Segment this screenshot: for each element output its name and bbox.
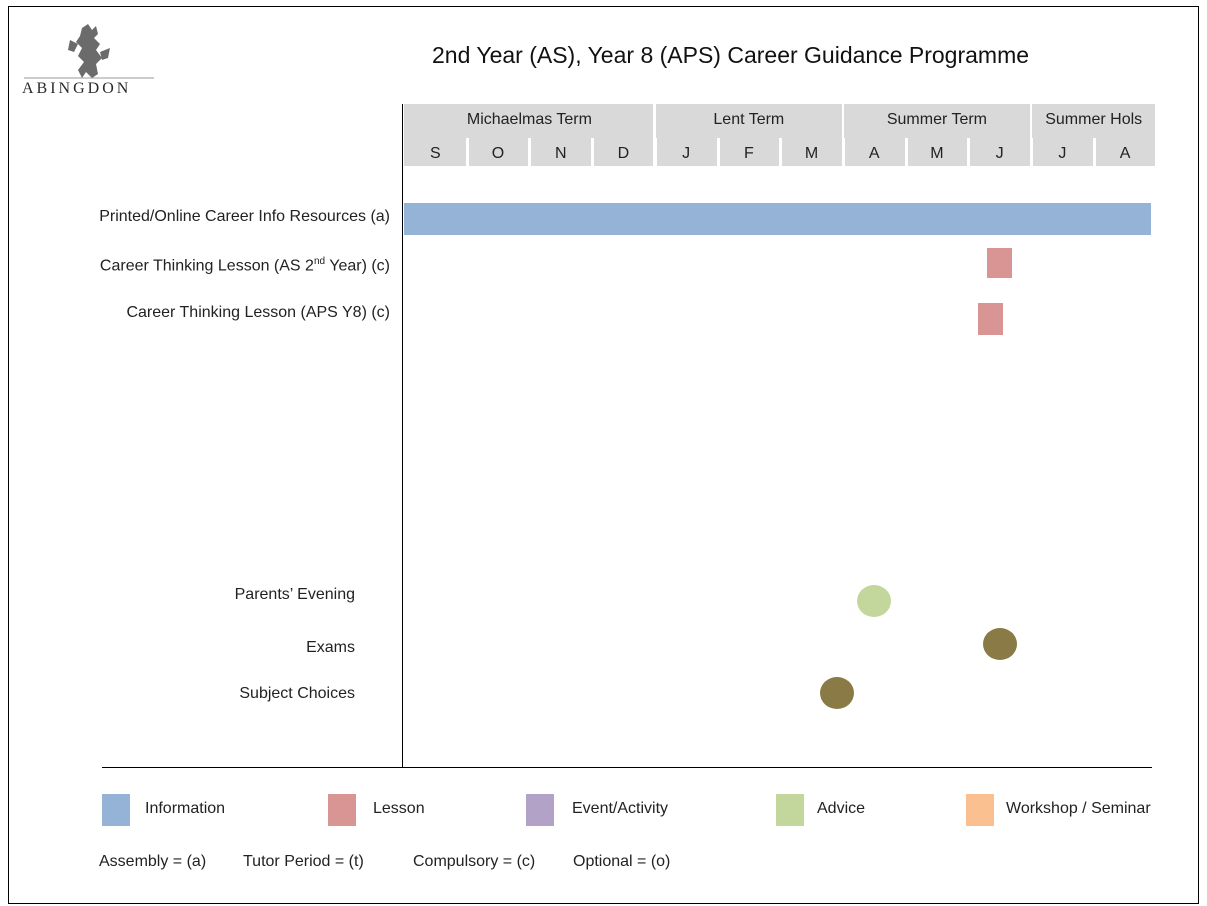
timeline-bar <box>987 248 1013 278</box>
x-axis-line <box>102 767 1152 768</box>
milestone-dot <box>982 628 1017 660</box>
month-separator <box>1092 138 1096 166</box>
month-separator <box>716 138 720 166</box>
month-separator <box>1030 138 1033 166</box>
chart-title: 2nd Year (AS), Year 8 (APS) Career Guida… <box>432 42 1030 68</box>
month-label: M <box>804 145 819 162</box>
month-label: J <box>995 145 1004 162</box>
legend-swatch <box>966 794 994 826</box>
month-separator <box>653 138 657 166</box>
row-label-info-resources: Printed/Online Career Info Resources (a) <box>99 208 390 225</box>
key-compulsory: Compulsory = (c) <box>413 853 536 870</box>
key-tutor-period: Tutor Period = (t) <box>243 853 364 870</box>
month-label: N <box>554 145 567 162</box>
key-optional: Optional = (o) <box>573 853 671 870</box>
row-label-as-lesson: Career Thinking Lesson (AS 2nd Year) (c) <box>99 256 390 275</box>
term-label: Lent Term <box>713 111 785 128</box>
term-header-bg <box>843 104 1030 166</box>
timeline-bar <box>977 303 1003 335</box>
term-label: Summer Term <box>886 111 988 128</box>
legend-swatch <box>328 794 356 826</box>
month-label: A <box>1119 145 1131 162</box>
y-axis-line <box>402 104 403 768</box>
row-label-aps-lesson: Career Thinking Lesson (APS Y8) (c) <box>126 304 390 321</box>
legend-swatch <box>102 794 130 826</box>
month-label: S <box>430 145 441 162</box>
slide-frame <box>8 6 1199 904</box>
row-label-parents-evening: Parents’ Evening <box>234 586 355 603</box>
month-label: M <box>930 145 944 162</box>
month-separator <box>967 138 971 166</box>
month-label: J <box>682 145 691 162</box>
month-label: J <box>1058 145 1067 162</box>
griffin-logo <box>24 24 154 79</box>
legend-swatch <box>776 794 804 826</box>
row-label-exams: Exams <box>306 639 355 656</box>
month-label: A <box>868 145 880 162</box>
term-label: Michaelmas Term <box>466 111 592 128</box>
legend-label: Information <box>145 800 226 817</box>
month-label: D <box>617 145 630 162</box>
legend-label: Lesson <box>373 800 425 817</box>
month-separator <box>779 138 783 166</box>
legend-label: Workshop / Seminar <box>1006 800 1151 817</box>
logo-wordmark: ABINGDON <box>22 80 132 97</box>
month-separator <box>841 138 845 166</box>
month-separator <box>465 138 469 166</box>
legend-swatch <box>526 794 554 826</box>
month-label: O <box>491 145 505 162</box>
month-separator <box>528 138 532 166</box>
key-assembly: Assembly = (a) <box>99 853 207 870</box>
timeline-bar <box>404 203 1151 235</box>
month-separator <box>591 138 595 166</box>
month-label: F <box>743 145 754 162</box>
legend-label: Advice <box>817 800 866 817</box>
term-header-bg <box>655 104 842 166</box>
row-label-subject-choices: Subject Choices <box>239 685 355 702</box>
milestone-dot <box>819 677 854 709</box>
milestone-dot <box>857 585 892 617</box>
month-separator <box>904 138 908 166</box>
legend-label: Event/Activity <box>572 800 669 817</box>
term-label: Summer Hols <box>1045 111 1143 128</box>
